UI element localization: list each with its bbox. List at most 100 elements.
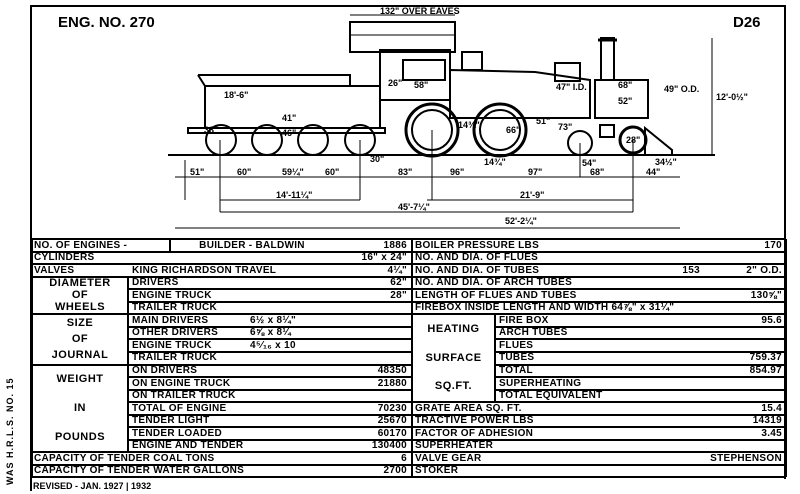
smokebox (594, 79, 649, 119)
group-mask (33, 350, 127, 354)
group-label-word: SQ.FT. (434, 380, 473, 393)
revision-box (30, 479, 192, 491)
diameter-row-value: 28" (390, 289, 407, 301)
spec-value: 2" O.D. (746, 264, 782, 276)
dimension-label: 68" (590, 167, 604, 177)
dimension-label: 60" (237, 167, 251, 177)
dimension-label: 49" O.D. (664, 84, 699, 94)
spec-label: FACTOR OF ADHESION (415, 427, 534, 439)
group-label-word: SURFACE (425, 351, 482, 364)
year-value: 1886 (383, 239, 407, 251)
journal-row-label: MAIN DRIVERS (132, 314, 209, 326)
table-rule (32, 438, 786, 441)
dimension-label: 47" I.D. (556, 82, 587, 92)
dimension-label: 83" (398, 167, 412, 177)
weight-row-value: 70230 (377, 402, 407, 414)
boiler (449, 68, 591, 119)
heating-row-label: FLUES (499, 339, 534, 351)
journal-row-label: ENGINE TRUCK (132, 339, 212, 351)
table-rule (32, 413, 786, 416)
group-mask (413, 337, 494, 341)
valves-detail: KING RICHARDSON TRAVEL (132, 264, 277, 276)
dimension-lines (175, 14, 713, 229)
water-capacity-value: 2700 (383, 465, 407, 477)
dimension-label: 46" (282, 128, 296, 138)
dimension-label: 33" (204, 125, 218, 135)
spec-value: 170 (764, 239, 782, 251)
group-label-word: OF (71, 332, 89, 345)
dimension-label: 96" (450, 167, 464, 177)
group-mask (413, 388, 494, 392)
table-rule (127, 276, 129, 315)
group-label-word: WEIGHT (56, 373, 104, 386)
heating-row-value: 759.37 (749, 352, 782, 364)
journal-row-label: TRAILER TRUCK (132, 352, 218, 364)
group-label-word: JOURNAL (51, 348, 109, 361)
table-rule (127, 314, 129, 365)
sand-dome (461, 51, 483, 71)
dimension-label: 21'-9" (520, 190, 544, 200)
table-rule (494, 314, 496, 403)
dimension-label: 30" (370, 154, 384, 164)
table-rule (32, 476, 786, 479)
dimension-label: 97" (528, 167, 542, 177)
dimension-label: 52'-2¼" (505, 216, 537, 226)
dimension-label: 132" OVER EAVES (380, 6, 460, 16)
journal-row-value: 6⅝ x 8¼ (250, 327, 292, 339)
journal-row-value: 6½ x 8¼" (250, 314, 297, 326)
group-label-word: SIZE (66, 316, 94, 329)
heating-row-label: TOTAL (499, 365, 533, 376)
dimension-label: 54" (582, 158, 596, 168)
group-mask (33, 287, 127, 291)
dimension-label: 59¼" (282, 167, 304, 177)
diameter-row-label: ENGINE TRUCK (132, 289, 212, 301)
dimension-label: 14'-11¼" (276, 190, 312, 200)
dimension-label: 14¾" (458, 120, 480, 130)
table-rule (32, 451, 786, 454)
weight-row-value: 21880 (377, 377, 407, 389)
coal-capacity-label: CAPACITY OF TENDER COAL TONS (34, 452, 215, 464)
table-rule (127, 364, 129, 453)
spec-value: 3.45 (761, 427, 782, 439)
valves-value: 4¼" (387, 264, 407, 276)
dimension-label: 44" (646, 167, 660, 177)
heating-row-value: 854.97 (749, 365, 782, 376)
table-rule (32, 275, 786, 278)
group-mask (413, 350, 494, 354)
heating-row-label: FIRE BOX (499, 314, 549, 326)
dimension-label: 45'-7¼" (398, 202, 430, 212)
smokestack (600, 37, 615, 81)
spec-label: GRATE AREA SQ. FT. (415, 402, 522, 414)
coal-capacity-value: 6 (401, 452, 407, 464)
table-rule (32, 288, 786, 291)
weight-row-label: TENDER LIGHT (132, 415, 210, 427)
group-mask (33, 337, 127, 341)
water-capacity-label: CAPACITY OF TENDER WATER GALLONS (34, 465, 245, 477)
weight-row-value: 48350 (377, 365, 407, 376)
table-rule (32, 426, 786, 429)
dimension-label: 26" (388, 78, 402, 88)
dimension-label: 66" (506, 125, 520, 135)
valves-label: VALVES (34, 264, 75, 276)
journal-row-value: 4⁵⁄₁₆ x 10 (250, 339, 296, 351)
table-rule (32, 363, 786, 366)
spec-label: NO. AND DIA. OF ARCH TUBES (415, 277, 573, 289)
cylinder-box (599, 124, 615, 138)
revision-note: REVISED - JAN. 1927 | 1932 (33, 481, 152, 491)
dimension-label: 41" (282, 113, 296, 123)
diameter-row-value: 62" (390, 277, 407, 289)
heating-row-label: TOTAL EQUIVALENT (499, 390, 603, 402)
dimension-label: 14¾" (484, 157, 506, 167)
group-mask (413, 375, 494, 379)
spec-value: 15.4 (761, 402, 782, 414)
spec-value: STEPHENSON (710, 452, 782, 464)
tender-frame (187, 127, 386, 134)
table-rule (32, 313, 786, 316)
diameter-row-label: DRIVERS (132, 277, 179, 289)
cab (379, 49, 451, 101)
group-mask (33, 425, 127, 429)
table-rule (32, 338, 786, 341)
cylinders-label: CYLINDERS (34, 252, 95, 264)
